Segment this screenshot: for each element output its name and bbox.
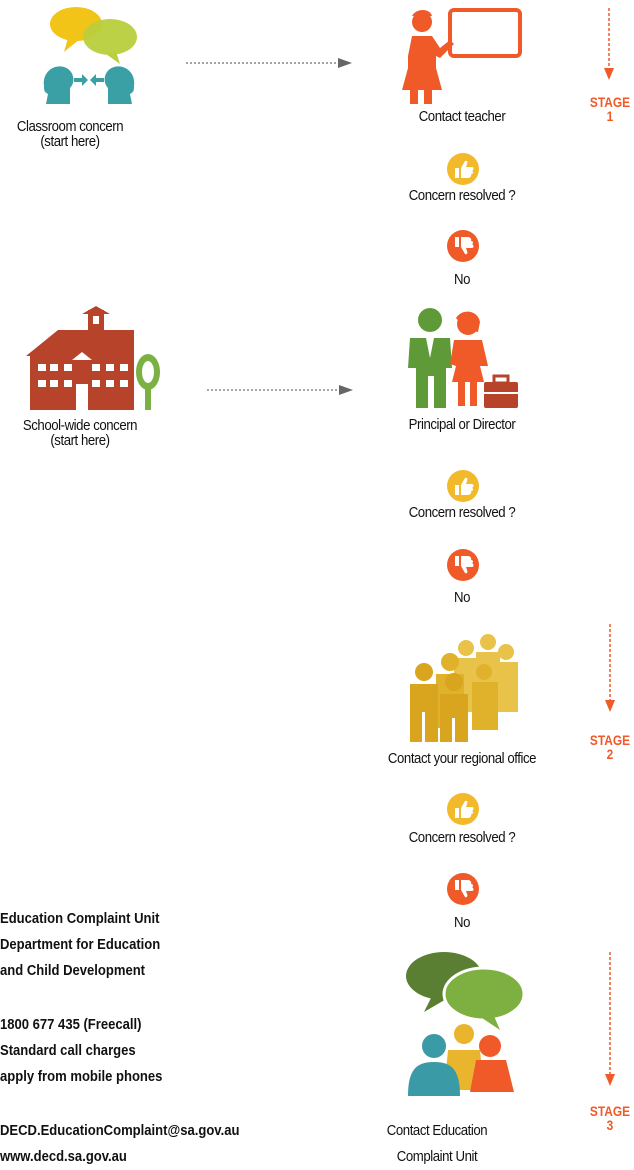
no-label: No bbox=[418, 915, 506, 930]
step-regional-office-label: Contact your regional office bbox=[356, 751, 567, 766]
stage-2-arrow bbox=[604, 624, 616, 716]
speech-group-icon bbox=[402, 950, 528, 1098]
website-link[interactable]: www.decd.sa.gov.au bbox=[0, 1144, 239, 1170]
thumbs-up-icon bbox=[446, 152, 480, 186]
stage-1-arrow bbox=[603, 8, 615, 82]
no-label: No bbox=[418, 590, 506, 605]
thumbs-down-icon bbox=[446, 548, 480, 582]
org-name: Education Complaint Unit bbox=[0, 906, 239, 932]
step-contact-teacher-label: Contact teacher bbox=[365, 109, 559, 124]
phone-number[interactable]: 1800 677 435 (Freecall) bbox=[0, 1012, 239, 1038]
connector-arrow bbox=[207, 383, 357, 397]
thumbs-down-icon bbox=[446, 872, 480, 906]
phone-note-cont: apply from mobile phones bbox=[0, 1064, 239, 1090]
step-contact-ecu-label: Contact Education Complaint Unit bbox=[362, 1118, 512, 1170]
concern-resolved-label: Concern resolved ? bbox=[374, 188, 550, 203]
school-building-icon bbox=[24, 306, 164, 416]
stage-3-arrow bbox=[604, 952, 616, 1090]
teacher-icon bbox=[402, 6, 526, 110]
crowd-icon bbox=[406, 632, 520, 744]
classroom-concern-label: Classroom concern (start here) bbox=[8, 119, 131, 149]
school-wide-concern-label: School-wide concern (start here) bbox=[10, 418, 151, 448]
people-talking-icon bbox=[34, 4, 144, 116]
concern-resolved-label: Concern resolved ? bbox=[374, 830, 550, 845]
org-department-cont: and Child Development bbox=[0, 958, 239, 984]
connector-arrow bbox=[186, 56, 356, 70]
email-link[interactable]: DECD.EducationComplaint@sa.gov.au bbox=[0, 1118, 239, 1144]
contact-info: Education Complaint Unit Department for … bbox=[0, 906, 239, 1170]
thumbs-up-icon bbox=[446, 469, 480, 503]
principal-director-icon bbox=[406, 306, 520, 410]
org-department: Department for Education bbox=[0, 932, 239, 958]
no-label: No bbox=[418, 272, 506, 287]
concern-resolved-label: Concern resolved ? bbox=[374, 505, 550, 520]
thumbs-down-icon bbox=[446, 229, 480, 263]
step-principal-director-label: Principal or Director bbox=[365, 417, 559, 432]
thumbs-up-icon bbox=[446, 792, 480, 826]
phone-note: Standard call charges bbox=[0, 1038, 239, 1064]
